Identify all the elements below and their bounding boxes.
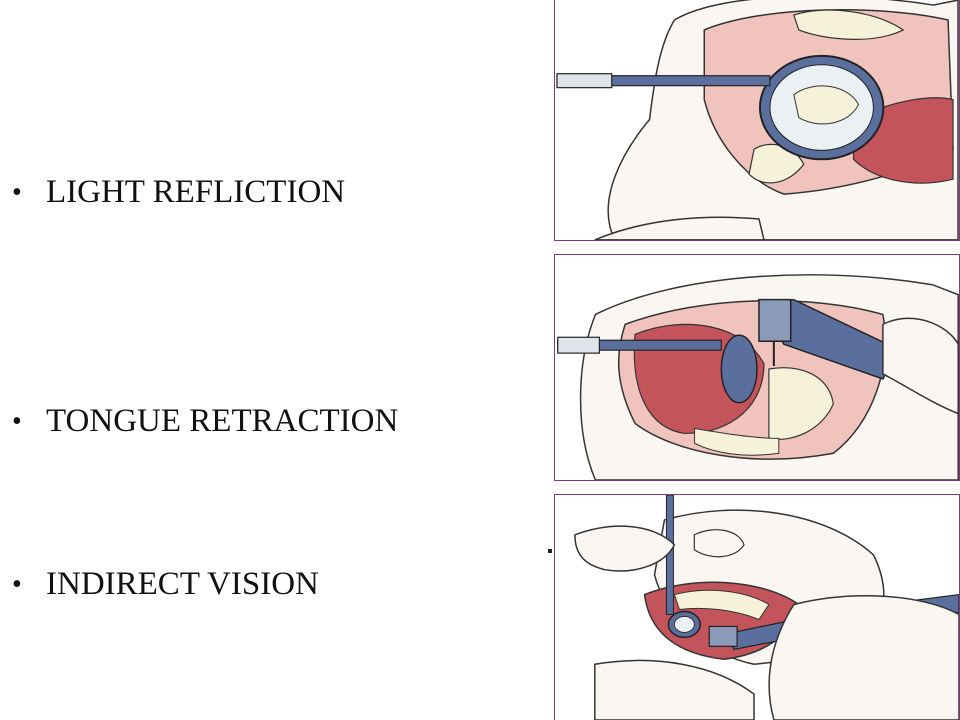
bullet-text: INDIRECT VISION [46,566,319,602]
bullet-indirect-vision: • INDIRECT VISION [12,566,319,603]
tongue-retraction-illustration [557,274,959,480]
mirror-reflection-illustration [556,0,959,240]
bullet-icon: • [12,176,22,208]
bullet-tongue-retraction: • TONGUE RETRACTION [12,403,398,440]
bullet-icon: • [12,405,22,437]
bullet-text: LIGHT REFLICTION [46,174,346,210]
bullet-icon: • [12,568,22,600]
bullet-light-reflection: • LIGHT REFLICTION [12,174,345,211]
bullet-text: TONGUE RETRACTION [46,403,399,439]
illustration-indirect-vision [554,494,960,720]
illustration-light-reflection [554,0,960,241]
stray-mark [548,549,552,553]
illustration-tongue-retraction [554,254,960,481]
bullet-list: • LIGHT REFLICTION • TONGUE RETRACTION •… [12,174,398,603]
indirect-vision-illustration [574,495,959,720]
